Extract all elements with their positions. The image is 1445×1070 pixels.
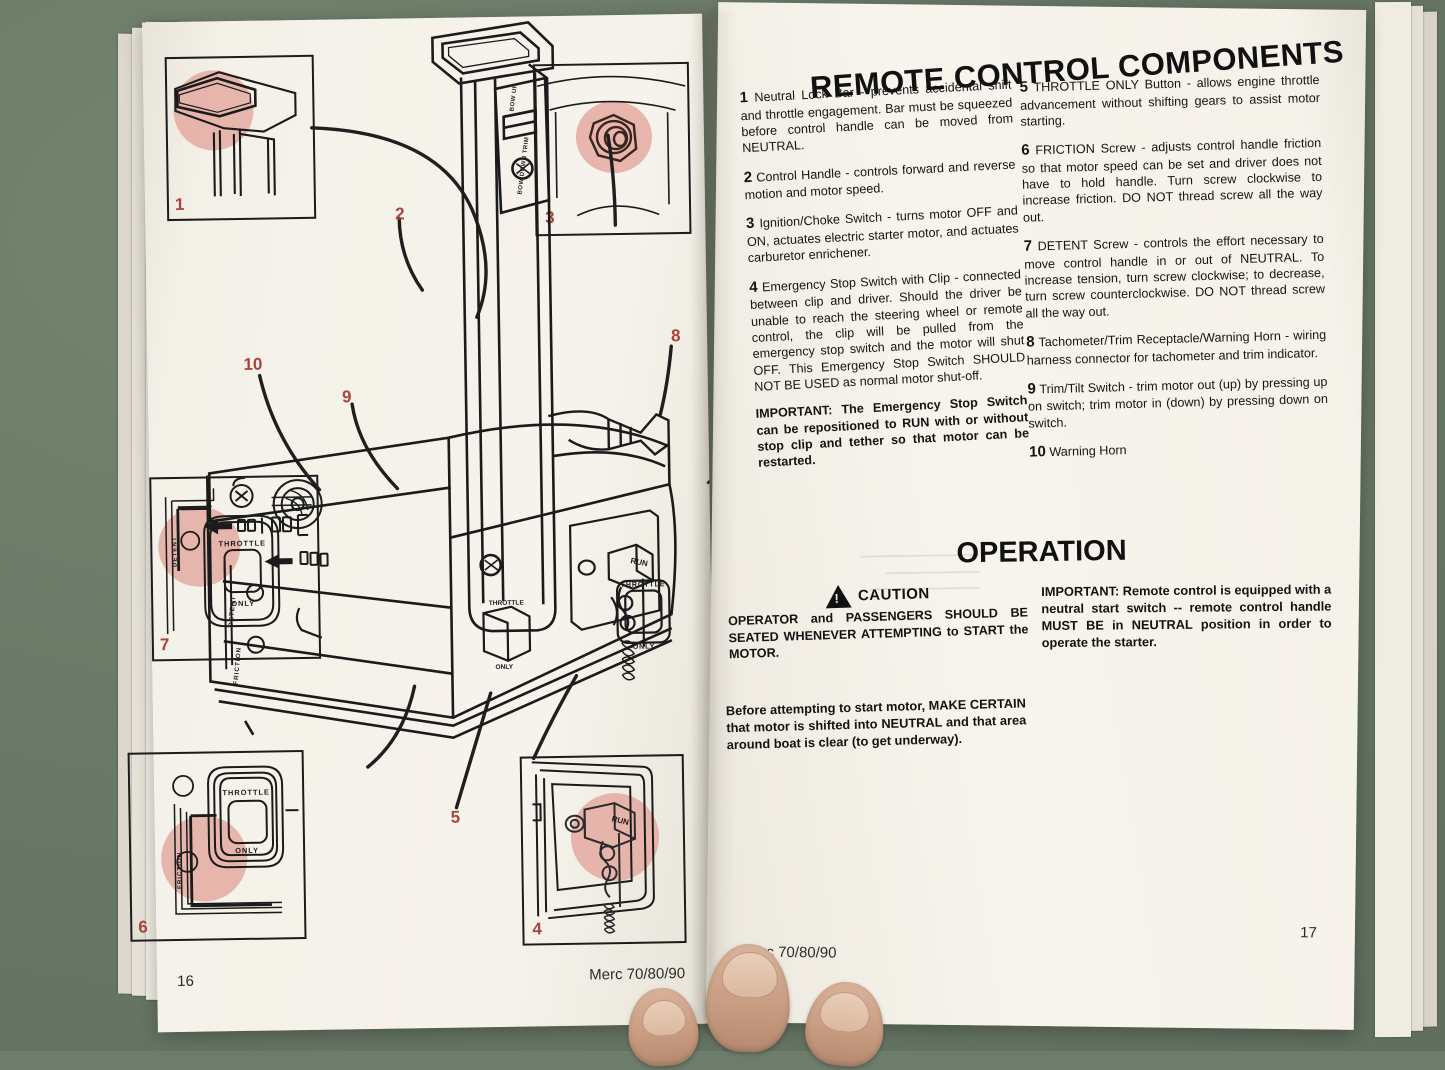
component-item-1: 1 Neutral Lock Bar - prevents accidental… [739,75,1014,157]
component-number-2: 2 [743,168,753,186]
label-bow-down-trim: BOW DOWN TRIM [517,136,531,195]
friction-screw-drawing: THROTTLE ONLY FRICTION [172,765,299,915]
svg-text:ONLY: ONLY [231,599,255,608]
label-bow-up: BOW UP [509,83,519,112]
callout-number-2: 2 [394,204,405,224]
left-page-footer-model: Merc 70/80/90 [589,965,686,984]
component-item-9: 9 Trim/Tilt Switch - trim motor out (up)… [1027,372,1328,432]
component-number-8: 8 [1026,333,1035,351]
component-number-7: 7 [1023,237,1033,255]
component-number-10: 10 [1028,443,1047,461]
component-item-7: 7 DETENT Screw - controls the effort nec… [1024,229,1326,322]
component-text-2: Control Handle - controls forward and re… [744,157,1016,203]
page-edge-stack-right-3 [1375,1,1411,1038]
component-item-3: 3 Ignition/Choke Switch - turns motor OF… [746,201,1020,267]
component-text-5: THROTTLE ONLY Button - allows engine thr… [1019,72,1321,129]
svg-text:FRICTION: FRICTION [176,852,184,889]
left-page-number: 16 [177,972,194,991]
callout-number-3: 3 [545,208,555,228]
svg-text:DETENT: DETENT [171,536,178,567]
callout-box-6: THROTTLE ONLY FRICTION 6 [127,750,307,942]
svg-text:THROTTLE: THROTTLE [219,539,267,549]
component-number-5: 5 [1019,78,1029,96]
detent-screw-drawing: THROTTLE ONLY DETENT [164,476,312,635]
component-number-3: 3 [745,215,755,233]
warning-triangle-icon [824,584,852,609]
callout-number-9: 9 [341,387,352,407]
important-neutral-start-text: IMPORTANT: Remote control is equipped wi… [1041,581,1332,650]
callout-number-1: 1 [174,194,185,214]
component-item-4: 4 Emergency Stop Switch with Clip - conn… [749,264,1027,395]
ignition-choke-switch-drawing [536,75,686,217]
important-note-emergency-stop: IMPORTANT: The Emergency Stop Switch can… [755,393,1030,471]
callout-number-8: 8 [670,326,681,346]
emergency-stop-switch-drawing: RUN [531,761,655,934]
callout-box-3: 3 [532,61,692,237]
callout-number-10: 10 [243,354,263,374]
component-text-6: FRICTION Screw - adjusts control handle … [1021,136,1323,225]
component-item-5: 5 THROTTLE ONLY Button - allows engine t… [1019,70,1320,130]
svg-text:THROTTLE: THROTTLE [222,788,270,798]
component-item-10: 10 Warning Horn [1029,435,1329,462]
component-item-2: 2 Control Handle - controls forward and … [743,154,1016,204]
svg-text:ONLY: ONLY [235,846,259,855]
callout-box-1: 1 [164,54,317,222]
right-page-number: 17 [1300,924,1318,942]
component-text-10: Warning Horn [1049,443,1127,460]
caution-block: CAUTION OPERATOR and PASSENGERS SHOULD B… [727,579,1029,663]
left-page-16: 1 [127,13,718,1033]
book-gutter-shadow [690,10,736,1030]
callout-box-7: THROTTLE ONLY DETENT 7 [149,474,322,662]
component-item-6: 6 FRICTION Screw - adjusts control handl… [1021,133,1323,226]
neutral-lock-bar-drawing [174,71,297,197]
before-starting-text: Before attempting to start motor, MAKE C… [725,695,1027,753]
component-text-1: Neutral Lock Bar - prevents accidental s… [740,77,1014,156]
callout-number-4: 4 [532,919,543,939]
component-text-3: Ignition/Choke Switch - turns motor OFF … [746,203,1019,266]
svg-text:THROTTLE: THROTTLE [489,600,525,608]
component-number-1: 1 [739,88,749,107]
caution-label: CAUTION [857,584,930,604]
callout-number-6: 6 [138,917,148,937]
component-number-9: 9 [1027,380,1037,398]
caution-text: OPERATOR and PASSENGERS SHOULD BE SEATED… [727,605,1029,662]
svg-text:THROTTLE: THROTTLE [621,579,666,589]
svg-text:RUN: RUN [611,814,630,827]
svg-text:ONLY: ONLY [495,664,513,671]
component-number-6: 6 [1021,141,1030,159]
right-page-17: ▁▁▁▁▁▁▁▁▁▁▁▁▁▁▁▁▁▁▁▁▁▁▁▁▁▁▁▁▁▁▁▁▁▁▁▁▁▁ R… [705,2,1367,1030]
svg-text:ONLY: ONLY [633,641,656,650]
callout-number-7: 7 [159,635,170,655]
component-number-4: 4 [748,278,759,296]
section-title-operation: OPERATION [956,534,1127,570]
callout-box-4: RUN 4 [519,754,687,946]
components-list-column-right: 5 THROTTLE ONLY Button - allows engine t… [1019,70,1329,473]
component-item-8: 8 Tachometer/Trim Receptacle/Warning Hor… [1026,325,1327,369]
components-list-column-left: 1 Neutral Lock Bar - prevents accidental… [739,75,1031,483]
svg-text:RUN: RUN [630,556,649,568]
component-text-7: DETENT Screw - controls the effort neces… [1024,232,1326,321]
callout-number-5: 5 [450,807,461,827]
component-text-4: Emergency Stop Switch with Clip - connec… [749,266,1026,394]
component-text-8: Tachometer/Trim Receptacle/Warning Horn … [1026,327,1327,368]
component-text-9: Trim/Tilt Switch - trim motor out (up) b… [1027,374,1329,431]
